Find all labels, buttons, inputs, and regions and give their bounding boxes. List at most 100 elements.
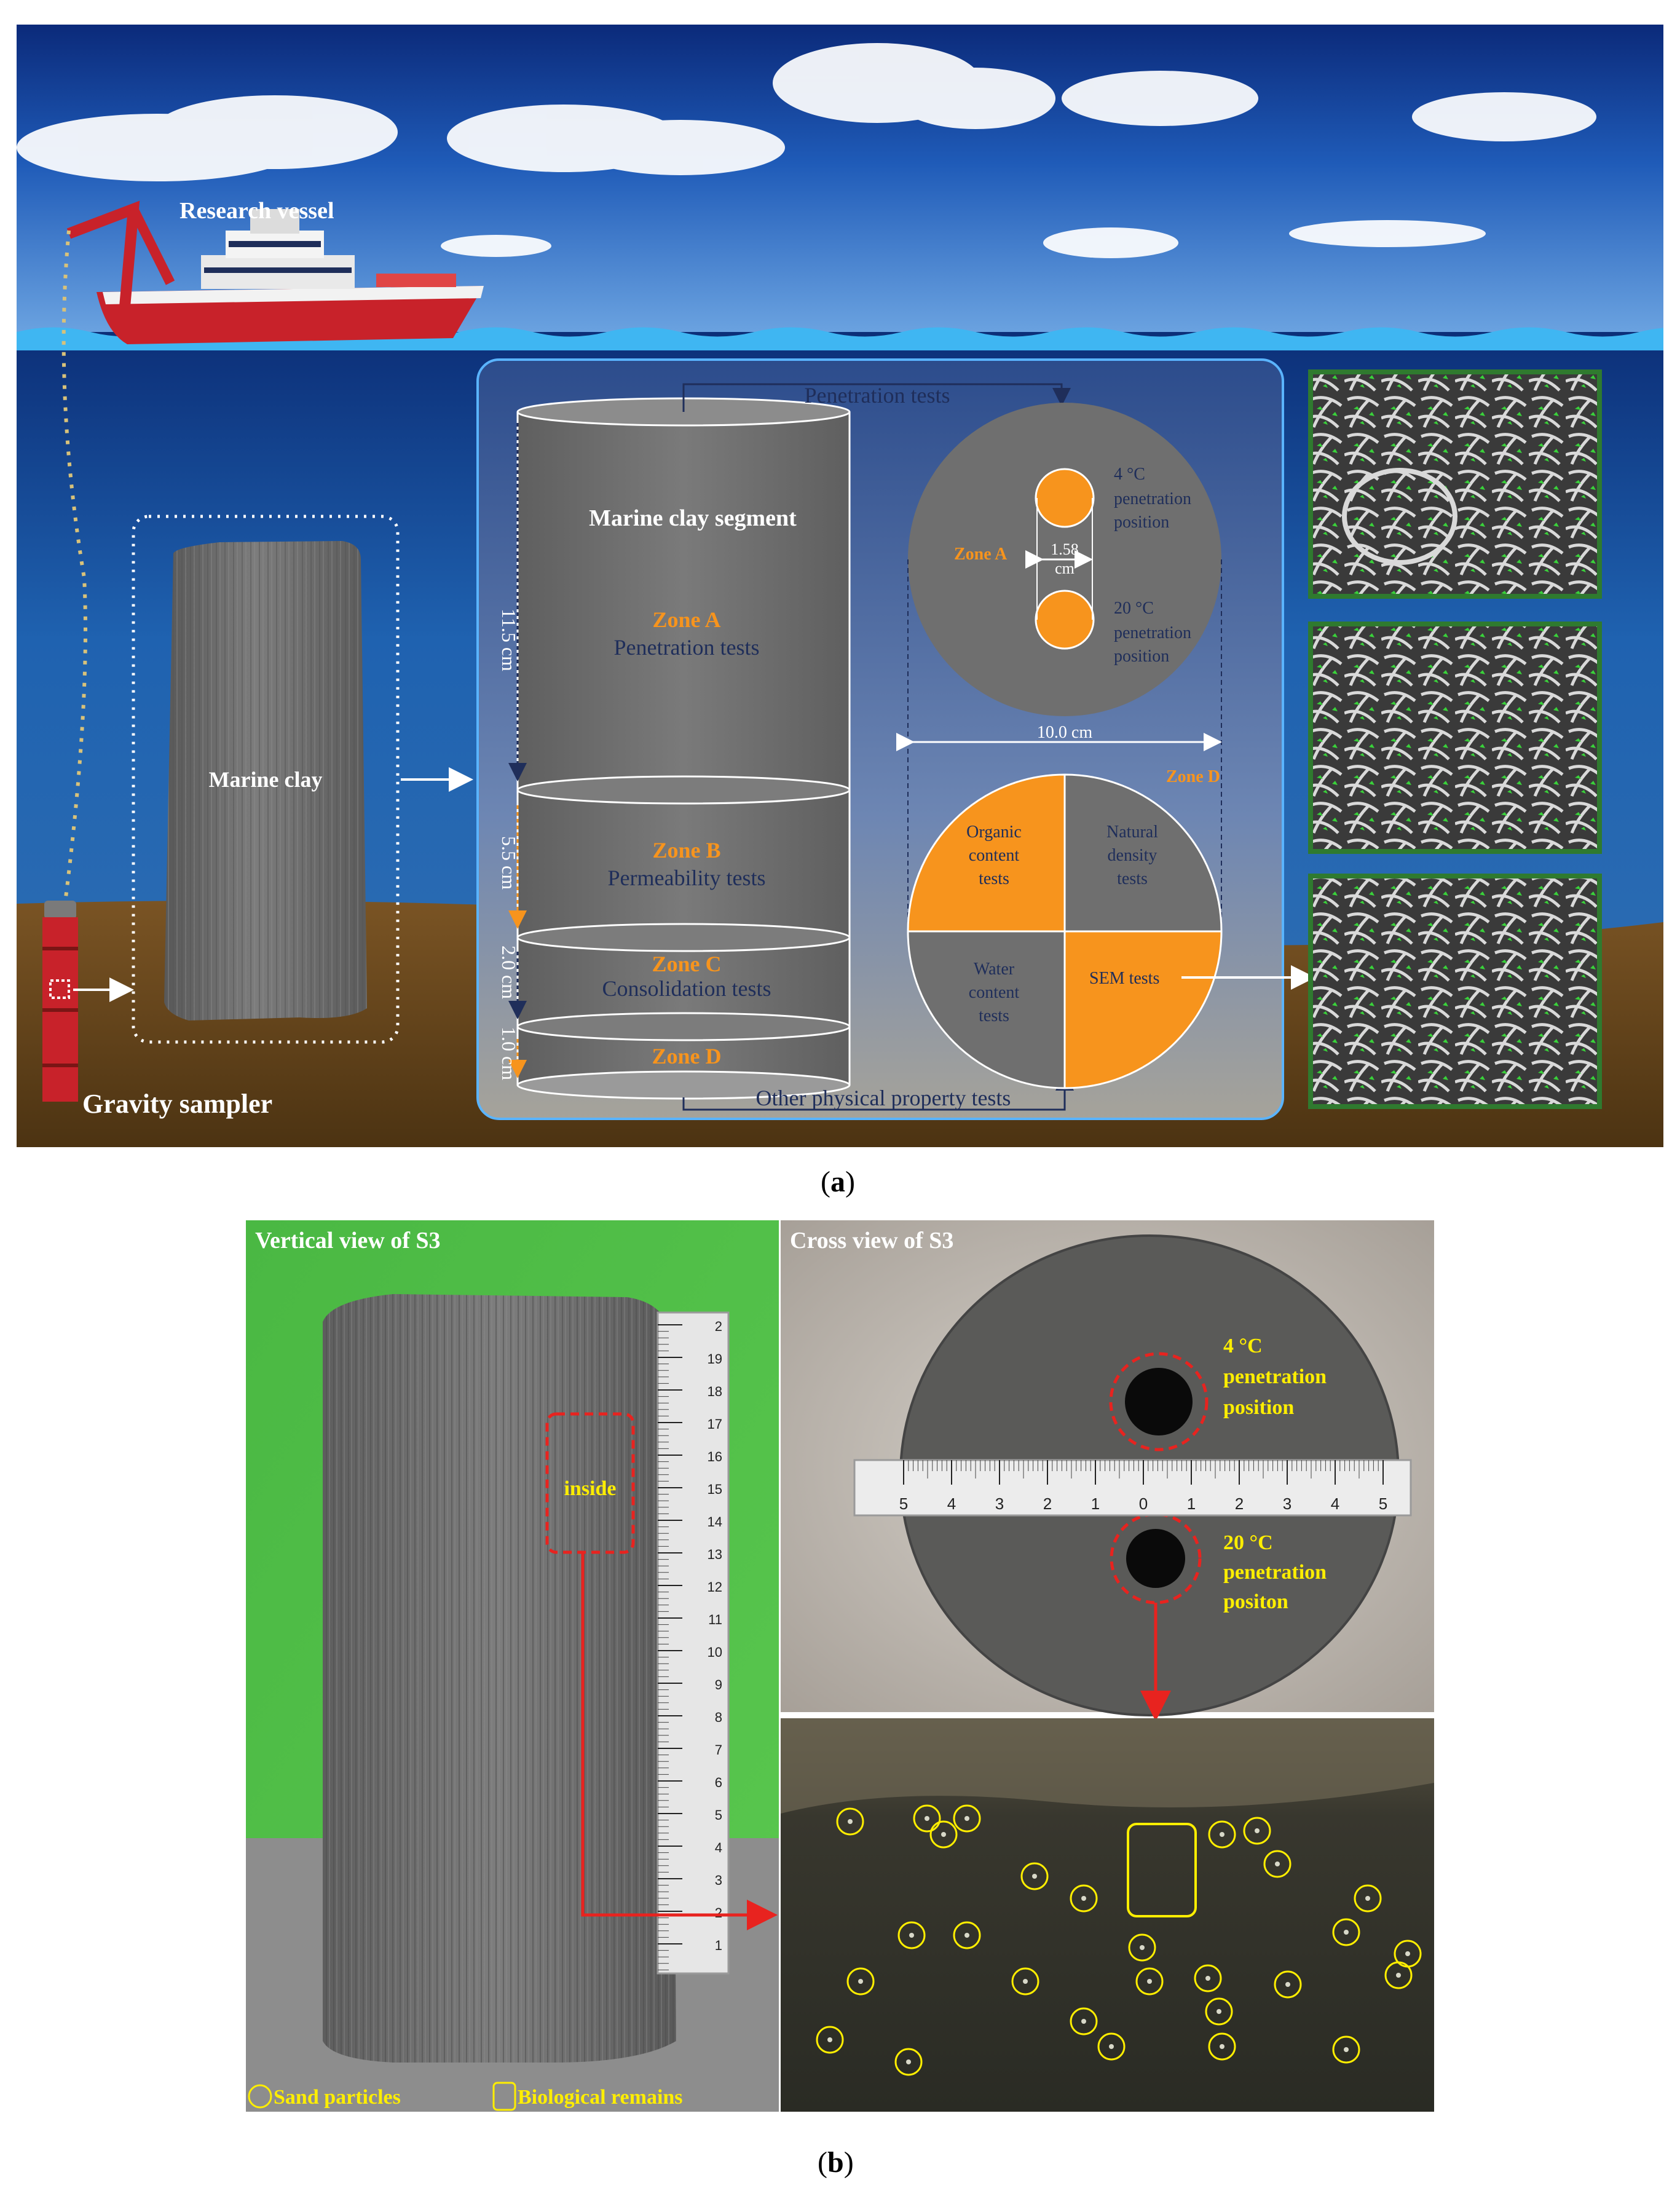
inside-box — [545, 1412, 635, 1554]
sand-particle-circle — [1243, 1817, 1271, 1845]
sand-particle-circle — [897, 1921, 926, 1949]
sand-particle-circle — [1384, 1961, 1413, 1989]
sand-particle — [1344, 1930, 1349, 1935]
sand-particle — [1081, 2019, 1086, 2024]
sand-particle — [1220, 2044, 1225, 2049]
zone-d-circle-label: Zone D — [1166, 767, 1220, 786]
vertical-ruler-label: 9 — [715, 1677, 722, 1692]
diameter-label: 10.0 cm — [1037, 723, 1092, 742]
vertical-ruler-label: 18 — [708, 1384, 722, 1399]
sem-image-1 — [1308, 369, 1602, 599]
hole-4c-ring — [1109, 1352, 1209, 1451]
length-zone-b: 5.5 cm — [498, 836, 520, 890]
horizontal-ruler-label: 0 — [1139, 1494, 1148, 1513]
vertical-ruler-label: 8 — [715, 1710, 722, 1725]
zone-b-test: Permeability tests — [608, 866, 766, 890]
sand-particle — [1081, 1896, 1086, 1901]
marine-clay-core — [164, 541, 367, 1021]
inside-arrow — [581, 1552, 778, 1930]
vertical-ruler-label: 10 — [708, 1644, 722, 1660]
horizontal-ruler-label: 1 — [1187, 1494, 1196, 1513]
quadrant-organic — [907, 773, 1066, 933]
penetration-bracket — [682, 383, 1071, 412]
sand-particle — [1365, 1896, 1370, 1901]
pos-20c-line1: 20 °C — [1114, 599, 1154, 618]
length-zone-c: 2.0 cm — [498, 946, 520, 999]
sand-particle-circle — [929, 1820, 958, 1849]
sand-particle-circle — [953, 1921, 981, 1949]
sand-particle-circle — [1332, 2035, 1360, 2064]
sea-surface — [17, 327, 1663, 350]
quadrant-sem — [1063, 930, 1223, 1089]
sand-particle — [909, 1933, 914, 1938]
caption-b: (b) — [818, 2146, 854, 2179]
position-20c-hole — [1035, 590, 1095, 650]
sand-particle-circle — [913, 1804, 941, 1833]
pos-4c-line1: 4 °C — [1114, 465, 1145, 484]
sand-particle-circle — [1274, 1970, 1302, 1999]
sand-particle — [1140, 1945, 1145, 1950]
q1-line2: content — [969, 846, 1020, 865]
sand-particle — [1344, 2047, 1349, 2052]
vertical-ruler-label: 3 — [715, 1873, 722, 1888]
zone-b-name: Zone B — [652, 838, 720, 863]
sand-particle — [1147, 1979, 1152, 1984]
q1-line3: tests — [979, 869, 1009, 888]
position-4c-hole — [1035, 468, 1095, 528]
sand-particle-circle — [1135, 1967, 1164, 1996]
q4-line1: SEM tests — [1089, 969, 1159, 988]
clouds — [17, 43, 1596, 258]
vertical-ruler-label: 11 — [708, 1612, 722, 1627]
sand-particle — [1023, 1979, 1028, 1984]
sand-particle-circle — [1208, 2032, 1236, 2061]
segment-title: Marine clay segment — [589, 505, 797, 531]
sand-particle-circle — [1394, 1940, 1422, 1968]
sand-particle-circle — [1070, 1884, 1098, 1913]
sem-images — [1308, 369, 1602, 1109]
horizontal-ruler-label: 2 — [1043, 1494, 1052, 1513]
vertical-view-photo — [246, 1220, 779, 2112]
vertical-ruler-label: 5 — [715, 1807, 722, 1823]
vertical-ruler-label: 2 — [715, 1905, 722, 1921]
physical-bracket — [682, 1072, 1074, 1111]
sand-particle-circle — [1332, 1918, 1360, 1946]
quadrant-density — [1063, 773, 1223, 933]
vertical-ruler-label: 14 — [708, 1514, 722, 1530]
pos-4c-b-line1: 4 °C — [1223, 1335, 1263, 1357]
q1-line1: Organic — [966, 823, 1022, 842]
vertical-ruler-label: 7 — [715, 1742, 722, 1758]
sand-particle-circle — [953, 1804, 981, 1833]
vertical-ruler-label: 12 — [708, 1579, 722, 1595]
sand-particle-circle — [1354, 1884, 1382, 1913]
length-zone-a: 11.5 cm — [498, 609, 520, 671]
legend-sand-icon — [248, 2084, 272, 2109]
vertical-ruler-label: 2 — [715, 1319, 722, 1334]
sand-particle-circle — [816, 2026, 844, 2054]
spacing-unit: cm — [1055, 559, 1075, 577]
hole-20c — [1126, 1529, 1185, 1588]
pos-20c-b-line3: positon — [1223, 1590, 1288, 1613]
pos-20c-b-line2: penetration — [1223, 1561, 1327, 1584]
sand-particle — [925, 1816, 929, 1821]
sand-particle-circle — [846, 1967, 875, 1996]
panel-a: Research vessel Gravity sampler Marine c… — [17, 25, 1663, 1147]
sand-particle — [964, 1933, 969, 1938]
horizontal-ruler-label: 5 — [1379, 1494, 1387, 1513]
pos-4c-b-line2: penetration — [1223, 1365, 1327, 1388]
horizontal-ruler-label: 4 — [1331, 1494, 1339, 1513]
sand-particle — [1255, 1828, 1260, 1833]
length-zone-d: 1.0 cm — [498, 1027, 520, 1080]
zone-d-name: Zone D — [652, 1044, 721, 1068]
sand-particle — [1405, 1951, 1410, 1956]
sand-particle — [941, 1832, 946, 1837]
q2-line1: Natural — [1106, 823, 1158, 842]
horizontal-ruler-label: 5 — [899, 1494, 908, 1513]
sand-particle-circle — [1020, 1862, 1049, 1890]
pos-4c-line2: penetration — [1114, 489, 1191, 508]
sand-particle-circle — [1070, 2007, 1098, 2035]
horizontal-ruler-label: 4 — [947, 1494, 956, 1513]
horizontal-ruler-label: 3 — [1283, 1494, 1292, 1513]
sand-particle — [1285, 1982, 1290, 1987]
sampler-label: Gravity sampler — [82, 1089, 272, 1119]
